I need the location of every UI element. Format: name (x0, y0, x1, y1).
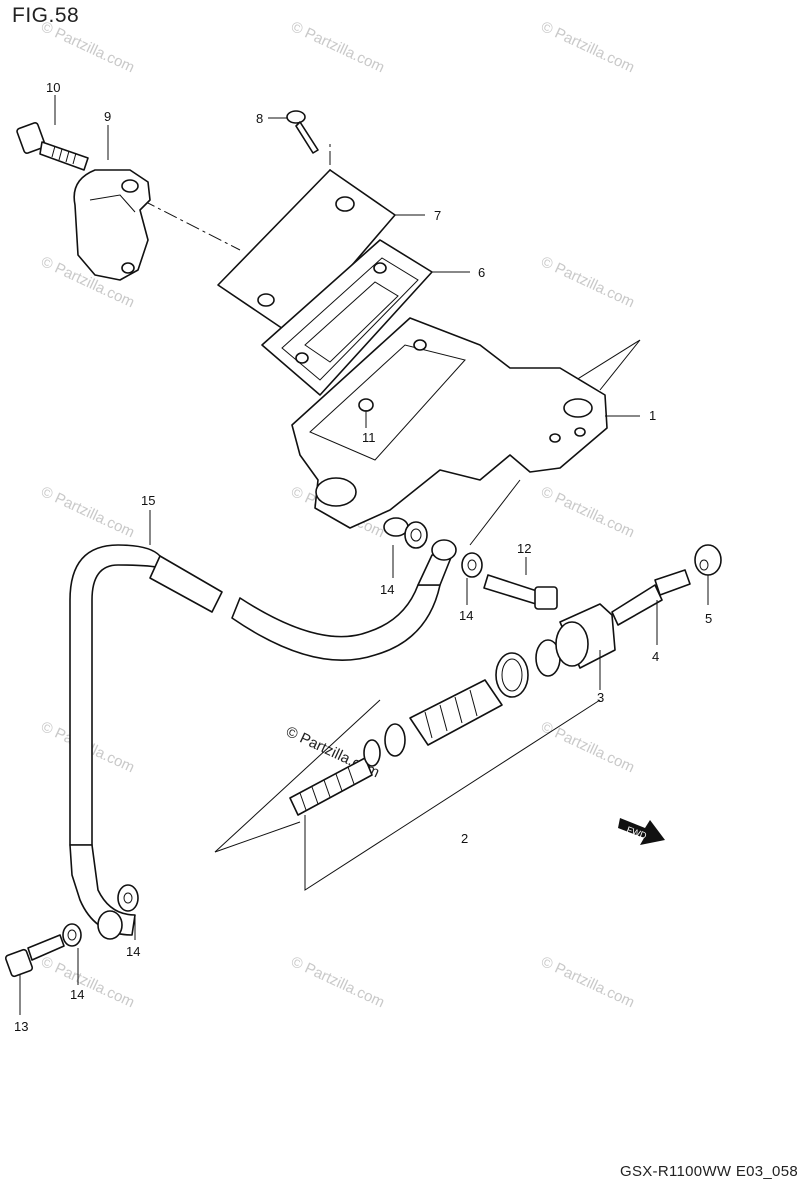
cover-screw (286, 110, 319, 154)
lower-washers (62, 884, 139, 947)
push-rod-nut (694, 544, 722, 576)
watermark: © Partzilla.com (538, 18, 637, 76)
clamp-bolt (16, 122, 89, 171)
watermark: © Partzilla.com (538, 253, 637, 311)
callout-3: 3 (597, 690, 604, 705)
callout-14: 14 (459, 608, 473, 623)
forward-direction-arrow: FWD (618, 818, 665, 845)
callout-14: 14 (380, 582, 394, 597)
master-cylinder-body (291, 317, 608, 537)
watermark: © Partzilla.com (538, 483, 637, 541)
callout-5: 5 (705, 611, 712, 626)
watermark: © Partzilla.com (538, 718, 637, 776)
callout-12: 12 (517, 541, 531, 556)
callout-2: 2 (461, 831, 468, 846)
watermark: © Partzilla.com (38, 953, 137, 1011)
callout-13: 13 (14, 1019, 28, 1034)
callout-9: 9 (104, 109, 111, 124)
watermark: © Partzilla.com (288, 18, 387, 76)
handlebar-clamp (73, 169, 151, 281)
callout-4: 4 (652, 649, 659, 664)
body-screw (358, 398, 374, 412)
piston-set (289, 639, 601, 891)
clutch-hose (69, 539, 457, 940)
union-bolt (483, 574, 558, 610)
callout-14: 14 (126, 944, 140, 959)
watermark: © Partzilla.com (538, 953, 637, 1011)
lower-union-bolt (4, 934, 65, 978)
callout-1: 1 (649, 408, 656, 423)
callout-11: 11 (362, 430, 376, 445)
callout-15: 15 (141, 493, 155, 508)
leader-lines (19, 95, 709, 1015)
callout-6: 6 (478, 265, 485, 280)
watermark: © Partzilla.com (38, 18, 137, 76)
upper-washers (404, 521, 483, 578)
callout-7: 7 (434, 208, 441, 223)
callout-labels: 1 2 3 4 5 6 7 8 9 10 11 12 13 14 14 14 1… (14, 80, 712, 1034)
callout-10: 10 (46, 80, 60, 95)
push-rod (611, 569, 691, 626)
callout-8: 8 (256, 111, 263, 126)
watermark: © Partzilla.com (38, 483, 137, 541)
dust-boot (555, 603, 616, 669)
callout-14: 14 (70, 987, 84, 1002)
fwd-label: FWD (625, 824, 648, 841)
watermark: © Partzilla.com (288, 953, 387, 1011)
figure-title: FIG.58 (12, 4, 80, 27)
diagram-code: GSX-R1100WW E03_058 (619, 1163, 798, 1180)
